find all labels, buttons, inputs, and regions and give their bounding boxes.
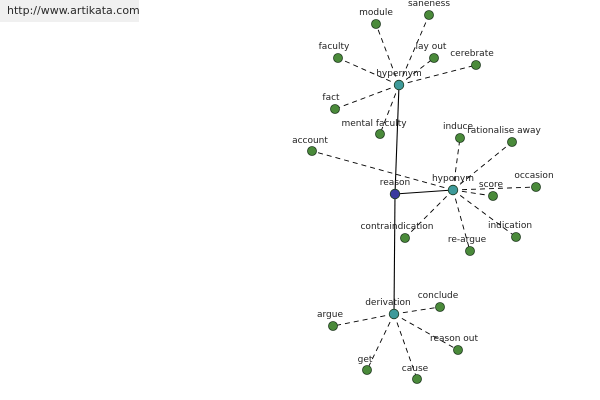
- edge-hyponym-re-argue: [452, 189, 471, 252]
- edge-hyponym-indication: [452, 189, 517, 238]
- label-occasion: occasion: [514, 171, 553, 181]
- label-indication: indication: [488, 221, 532, 231]
- node-module[interactable]: [371, 19, 381, 29]
- label-contraindication: contraindication: [360, 222, 433, 232]
- edge-hyponym-account: [311, 150, 454, 191]
- label-saneness: saneness: [408, 0, 450, 9]
- node-account[interactable]: [307, 146, 317, 156]
- label-re-argue: re-argue: [448, 235, 487, 245]
- label-cerebrate: cerebrate: [450, 49, 494, 59]
- node-lay-out[interactable]: [429, 53, 439, 63]
- edge-hypernym-saneness: [398, 14, 430, 86]
- edge-hypernym-cerebrate: [398, 64, 477, 86]
- label-module: module: [359, 8, 393, 18]
- node-argue[interactable]: [328, 321, 338, 331]
- label-faculty: faculty: [319, 42, 350, 52]
- edge-reason-derivation: [393, 193, 396, 315]
- edge-hyponym-rationalise-away: [452, 141, 513, 191]
- node-mental-faculty[interactable]: [375, 129, 385, 139]
- edge-reason-hyponym: [394, 189, 454, 195]
- label-reason: reason: [380, 178, 410, 188]
- edge-hyponym-contraindication: [404, 189, 454, 239]
- edge-hypernym-module: [375, 23, 400, 86]
- node-conclude[interactable]: [435, 302, 445, 312]
- edge-reason-hypernym: [394, 84, 400, 195]
- edge-hyponym-score: [452, 189, 494, 197]
- node-score[interactable]: [488, 191, 498, 201]
- graph-edges: [311, 14, 537, 380]
- node-get[interactable]: [362, 365, 372, 375]
- label-cause: cause: [402, 364, 429, 374]
- label-account: account: [292, 136, 328, 146]
- label-induce: induce: [443, 122, 474, 132]
- edge-derivation-conclude: [393, 306, 441, 315]
- node-faculty[interactable]: [333, 53, 343, 63]
- node-fact[interactable]: [330, 104, 340, 114]
- edge-hypernym-fact: [334, 84, 400, 110]
- label-fact: fact: [322, 93, 340, 103]
- node-cerebrate[interactable]: [471, 60, 481, 70]
- node-saneness[interactable]: [424, 10, 434, 20]
- label-lay-out: lay out: [416, 42, 447, 52]
- edge-derivation-argue: [332, 313, 395, 327]
- node-hypernym[interactable]: [393, 79, 405, 91]
- node-cause[interactable]: [412, 374, 422, 384]
- edge-derivation-get: [366, 313, 395, 371]
- node-induce[interactable]: [455, 133, 465, 143]
- node-derivation[interactable]: [388, 308, 400, 320]
- node-occasion[interactable]: [531, 182, 541, 192]
- label-mental-faculty: mental faculty: [341, 119, 407, 129]
- label-argue: argue: [317, 310, 343, 320]
- graph-nodes: [307, 10, 541, 384]
- edge-hypernym-faculty: [337, 57, 400, 86]
- label-hypernym: hypernym: [376, 69, 422, 79]
- label-derivation: derivation: [365, 298, 411, 308]
- node-hyponym[interactable]: [447, 184, 459, 196]
- label-rationalise-away: rationalise away: [467, 126, 541, 136]
- label-get: get: [358, 355, 373, 365]
- edge-hyponym-occasion: [452, 186, 537, 191]
- node-contraindication[interactable]: [400, 233, 410, 243]
- label-hyponym: hyponym: [432, 174, 474, 184]
- label-reason-out: reason out: [430, 334, 479, 344]
- edge-hypernym-lay-out: [398, 57, 435, 86]
- edge-derivation-reason-out: [393, 313, 459, 351]
- label-score: score: [479, 180, 504, 190]
- node-re-argue[interactable]: [465, 246, 475, 256]
- edge-derivation-cause: [393, 313, 418, 380]
- node-rationalise-away[interactable]: [507, 137, 517, 147]
- graph-labels: reason hypernym hyponym derivation module san…: [292, 0, 554, 374]
- node-reason-out[interactable]: [453, 345, 463, 355]
- node-indication[interactable]: [511, 232, 521, 242]
- node-reason[interactable]: [389, 188, 401, 200]
- label-conclude: conclude: [418, 291, 459, 301]
- artikata-url-link[interactable]: http://www.artikata.com: [0, 0, 140, 22]
